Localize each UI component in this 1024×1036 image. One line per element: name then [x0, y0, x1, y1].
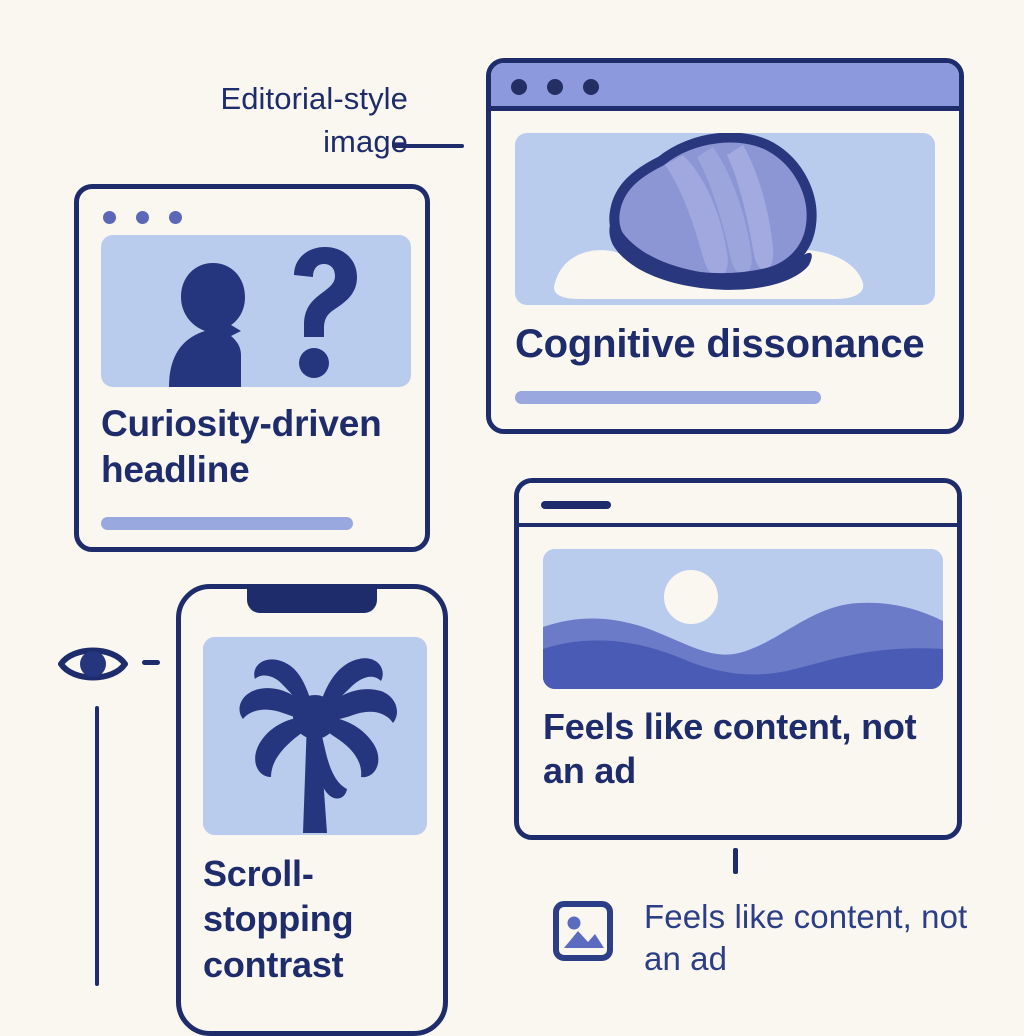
caption-row: Feels like content, not an ad — [552, 896, 974, 980]
card-title: Feels like content, not an ad — [543, 706, 917, 791]
window-dot[interactable] — [583, 79, 599, 95]
progress-bar — [101, 517, 353, 530]
eye-icon[interactable] — [56, 640, 130, 688]
window-dots — [103, 211, 182, 224]
hills-sunrise-icon — [543, 549, 943, 689]
card-curiosity-headline[interactable]: Curiosity-driven headline — [74, 184, 430, 552]
caption-text: Feels like content, not an ad — [644, 898, 968, 978]
thumbnail-palm-tree — [203, 637, 427, 835]
browser-tabbar — [519, 483, 957, 527]
thumbnail-landscape — [543, 549, 943, 689]
tab-indicator-dash[interactable] — [541, 501, 611, 509]
window-dots — [511, 79, 599, 95]
browser-titlebar — [491, 63, 959, 111]
annotation-connector-line — [392, 144, 464, 148]
palm-tree-icon — [203, 637, 427, 835]
phone-notch — [247, 589, 377, 613]
window-dot — [169, 211, 182, 224]
person-question-mark-icon — [169, 247, 357, 387]
card-title: Curiosity-driven headline — [101, 403, 382, 490]
card-phone-scroll-stopping[interactable]: Scroll-stopping contrast — [176, 584, 448, 1036]
caption-connector-tick — [733, 848, 738, 874]
vertical-rule — [95, 706, 99, 986]
thumbnail-seashell — [515, 133, 935, 305]
eye-dash-connector — [142, 660, 160, 665]
card-cognitive-dissonance[interactable]: Cognitive dissonance — [486, 58, 964, 434]
seashell-icon — [554, 133, 864, 299]
window-dot[interactable] — [547, 79, 563, 95]
image-placeholder-icon — [553, 901, 613, 961]
annotation-label: Editorial-style image — [220, 81, 408, 159]
card-title: Cognitive dissonance — [515, 322, 925, 366]
thumbnail-person-question — [101, 235, 411, 387]
progress-bar — [515, 391, 821, 404]
card-title: Scroll-stopping contrast — [203, 853, 354, 985]
window-dot — [103, 211, 116, 224]
window-dot[interactable] — [511, 79, 527, 95]
card-native-ad[interactable]: Feels like content, not an ad — [514, 478, 962, 840]
window-dot — [136, 211, 149, 224]
